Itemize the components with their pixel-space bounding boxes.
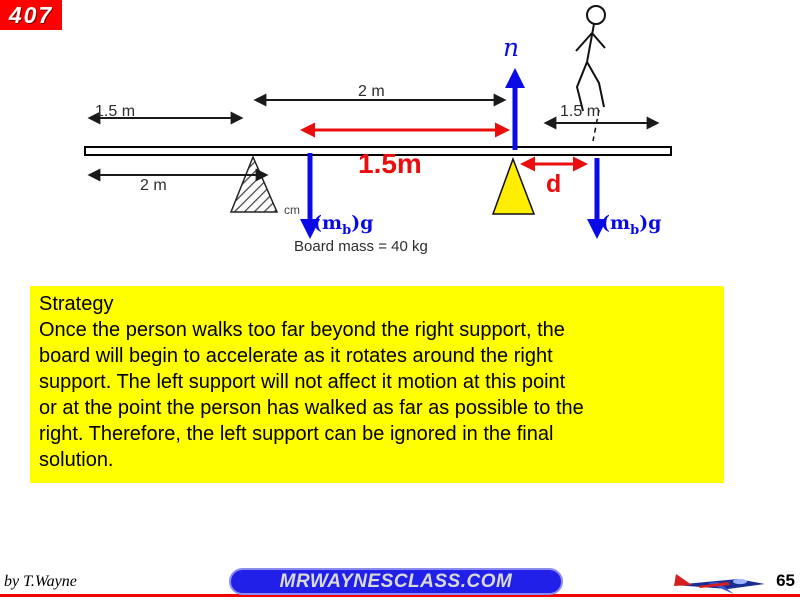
physics-diagram (84, 5, 672, 239)
weight-label-sub: b (342, 222, 352, 238)
person-weight-label: (mb)g (601, 212, 661, 238)
dimension-label-d: d (546, 170, 562, 198)
board-weight-label: (mb)g (313, 212, 373, 238)
dimension-label-left: 1.5 m (95, 103, 136, 120)
left-support-triangle (229, 155, 279, 213)
dimension-label-red-1-5m: 1.5m (358, 148, 422, 179)
weight-label-pre: (m (313, 212, 343, 234)
website-banner: MRWAYNESCLASS.COM (229, 568, 563, 595)
board-mass-note: Board mass = 40 kg (294, 238, 428, 255)
normal-force-label: n (503, 33, 520, 62)
right-support-triangle (491, 156, 536, 215)
person-figure (575, 5, 606, 142)
footer-red-line (0, 594, 800, 597)
center-of-mass-label: cm (284, 203, 300, 217)
author-credit: by T.Wayne (4, 573, 77, 590)
person-head (586, 5, 606, 25)
strategy-box: Strategy Once the person walks too far b… (30, 286, 724, 483)
weight-label-post: )g (639, 212, 662, 234)
dimension-label-right: 1.5 m (560, 103, 601, 120)
weight-label-sub: b (630, 222, 640, 238)
slide-number-badge: 407 (0, 0, 62, 30)
dimension-label-top: 2 m (358, 83, 385, 100)
board (84, 146, 672, 156)
strategy-body: Once the person walks too far beyond the… (39, 319, 584, 471)
weight-label-pre: (m (601, 212, 631, 234)
airplane-icon (674, 574, 765, 594)
weight-label-post: )g (351, 212, 374, 234)
dimension-label-lower-left: 2 m (140, 177, 167, 194)
page-number: 65 (776, 571, 795, 590)
strategy-title: Strategy (39, 293, 114, 315)
website-banner-text: MRWAYNESCLASS.COM (279, 570, 513, 592)
